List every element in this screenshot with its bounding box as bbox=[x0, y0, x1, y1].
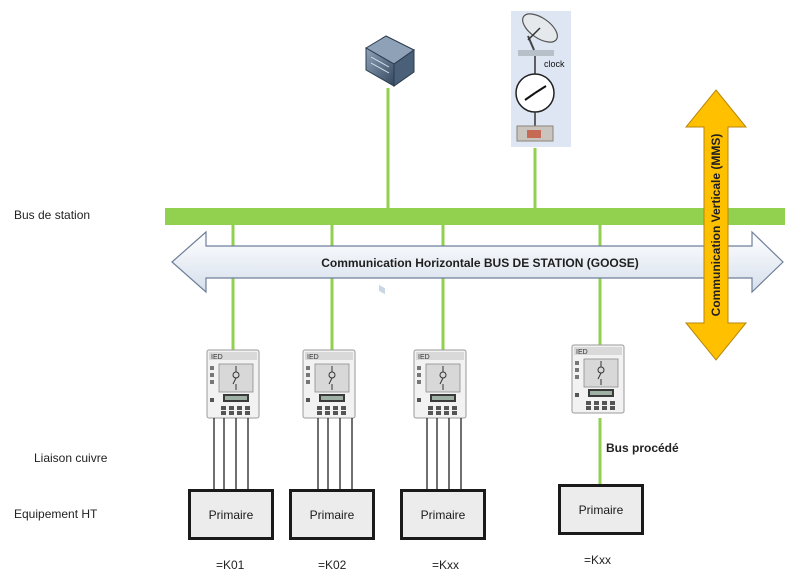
ied-label: IED bbox=[576, 349, 588, 356]
primary-equipment-box-kxx-2: Primaire bbox=[558, 484, 644, 535]
ied-label: IED bbox=[418, 354, 430, 361]
ied-device-icon: IED bbox=[413, 349, 467, 419]
primary-label: Primaire bbox=[309, 507, 355, 522]
primary-equipment-box-k02: Primaire bbox=[289, 489, 375, 540]
process-bus-label: Bus procédé bbox=[606, 441, 679, 455]
ied-device-icon: IED bbox=[206, 349, 260, 419]
primary-label: Primaire bbox=[578, 502, 624, 517]
station-bus-label: Bus de station bbox=[14, 208, 91, 222]
horizontal-communication-label: Communication Horizontale BUS DE STATION… bbox=[321, 256, 639, 270]
primary-equipment-box-kxx-1: Primaire bbox=[400, 489, 486, 540]
gps-clock-panel: clock bbox=[511, 11, 571, 147]
copper-link-label: Liaison cuivre bbox=[34, 451, 108, 465]
ied-label: IED bbox=[211, 354, 223, 361]
primary-label: Primaire bbox=[420, 507, 466, 522]
primary-equipment-box-k01: Primaire bbox=[188, 489, 274, 540]
ied-label: IED bbox=[307, 354, 319, 361]
satellite-dish-icon bbox=[518, 13, 558, 56]
clock-label: clock bbox=[544, 59, 565, 69]
vertical-communication-arrow bbox=[684, 89, 748, 361]
bay-id-k01: =K01 bbox=[216, 558, 245, 572]
ied-device-icon: IED bbox=[571, 344, 625, 414]
network-links bbox=[231, 88, 602, 489]
horizontal-communication-arrow bbox=[171, 230, 784, 294]
server-icon bbox=[365, 35, 415, 295]
primary-label: Primaire bbox=[208, 507, 254, 522]
bay-id-kxx-2: =Kxx bbox=[584, 553, 612, 567]
copper-wires bbox=[213, 418, 462, 489]
station-bus-bar bbox=[165, 208, 785, 225]
bay-id-k02: =K02 bbox=[318, 558, 347, 572]
bay-id-kxx-1: =Kxx bbox=[432, 558, 460, 572]
ht-equipment-label: Equipement HT bbox=[14, 507, 98, 521]
ied-device-icon: IED bbox=[302, 349, 356, 419]
vertical-communication-label: Communication Verticale (MMS) bbox=[709, 134, 723, 317]
clock-icon bbox=[515, 73, 555, 113]
